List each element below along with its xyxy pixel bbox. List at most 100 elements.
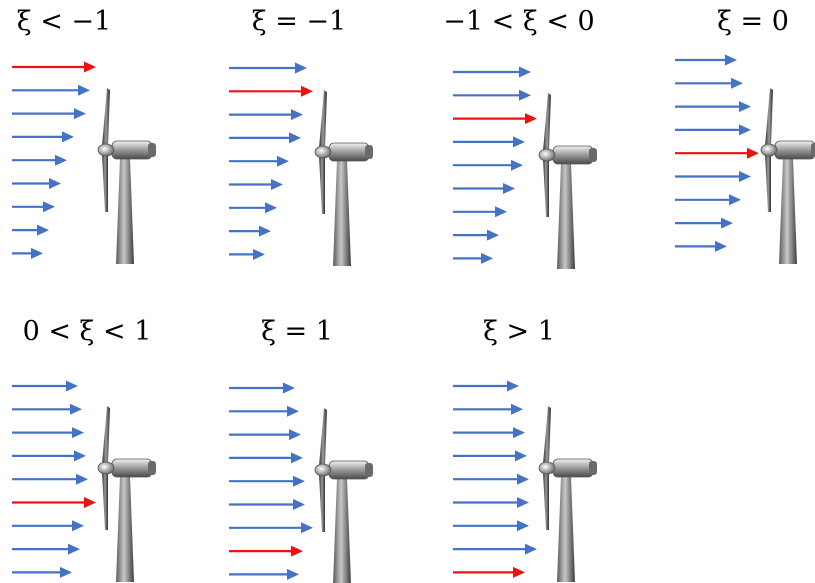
blade-lower <box>543 472 549 530</box>
wind-arrow <box>675 124 751 136</box>
wind-arrow <box>453 380 519 392</box>
wind-arrow <box>12 154 67 166</box>
wind-arrow <box>229 382 295 394</box>
panel-label: ξ > 1 <box>483 316 555 347</box>
wind-arrow <box>453 206 507 218</box>
wind-arrow <box>675 171 751 182</box>
hub-height-arrow <box>229 545 303 557</box>
panel-label: −1 < ξ < 0 <box>443 6 594 37</box>
wind-arrow <box>229 225 271 237</box>
wind-arrow <box>453 520 529 532</box>
wind-arrow <box>12 543 80 555</box>
hub <box>314 463 332 477</box>
wind-arrow <box>12 427 84 439</box>
wind-arrow <box>453 252 493 264</box>
wind-arrow <box>12 247 43 259</box>
wind-arrows <box>229 62 313 260</box>
wind-arrow <box>675 194 741 206</box>
wind-arrow <box>229 452 303 464</box>
wind-arrow <box>229 62 307 74</box>
blade-lower <box>765 154 771 212</box>
nacelle-rear <box>365 463 373 477</box>
wind-arrow <box>12 380 78 392</box>
nacelle-rear <box>148 143 156 157</box>
wind-arrow <box>12 450 86 462</box>
tower <box>116 158 134 264</box>
panel-3: −1 < ξ < 0 <box>443 6 597 269</box>
hub <box>97 143 115 157</box>
wind-arrow <box>229 179 283 190</box>
wind-arrow <box>12 224 49 236</box>
wind-arrow <box>229 429 301 441</box>
blade-lower <box>319 156 325 214</box>
wind-arrow <box>453 497 529 508</box>
wind-arrow <box>453 543 537 555</box>
blade-upper <box>543 406 551 464</box>
wind-arrow <box>453 403 523 415</box>
wind-turbine-icon <box>314 90 373 266</box>
hub-height-arrow <box>675 147 759 159</box>
wind-arrow <box>675 54 737 66</box>
panel-6: ξ = 1 <box>229 316 373 583</box>
wind-arrow <box>12 201 55 213</box>
wind-arrow <box>453 136 525 148</box>
panel-label: ξ < −1 <box>17 6 111 37</box>
wind-arrow <box>12 178 61 189</box>
wind-arrow <box>453 229 499 241</box>
hub <box>538 148 556 162</box>
panel-1: ξ < −1 <box>12 6 156 264</box>
hub-height-arrow <box>453 113 537 125</box>
nacelle <box>328 460 370 480</box>
wind-arrow <box>229 248 265 260</box>
tower <box>779 158 797 264</box>
blade-lower <box>319 474 325 532</box>
blade-upper <box>102 88 110 146</box>
blade-lower <box>102 154 108 212</box>
wind-turbine-icon <box>538 406 597 582</box>
nacelle-rear <box>811 143 815 157</box>
panel-label: ξ = −1 <box>252 6 346 37</box>
wind-arrow <box>12 520 84 532</box>
tower <box>116 476 134 582</box>
wind-arrows <box>12 61 96 259</box>
panel-label: ξ = 0 <box>717 6 789 37</box>
wind-arrow <box>675 101 751 113</box>
hub <box>314 145 332 159</box>
wind-turbine-icon <box>538 93 597 269</box>
panel-label: 0 < ξ < 1 <box>23 316 152 347</box>
blade-lower <box>102 472 108 530</box>
wind-arrow <box>12 108 86 120</box>
panel-5: 0 < ξ < 1 <box>12 316 156 582</box>
hub-height-arrow <box>453 566 525 578</box>
wind-arrow <box>229 132 301 144</box>
tower <box>333 478 351 583</box>
nacelle <box>328 142 370 162</box>
wind-turbine-icon <box>97 406 156 582</box>
wind-arrow <box>675 240 727 252</box>
wind-arrow <box>675 77 743 89</box>
wind-arrow <box>453 183 515 194</box>
nacelle-rear <box>589 461 597 475</box>
panel-2: ξ = −1 <box>229 6 373 266</box>
wind-arrow <box>229 109 303 121</box>
wind-arrow <box>675 217 733 229</box>
wind-arrow <box>12 473 88 485</box>
wind-arrow <box>229 405 299 417</box>
hub <box>760 143 778 157</box>
wind-arrow <box>12 403 82 415</box>
blade-lower <box>543 159 549 217</box>
nacelle <box>552 458 594 478</box>
wind-arrow <box>229 522 313 534</box>
hub <box>97 461 115 475</box>
wind-turbine-icon <box>314 408 373 583</box>
wind-turbine-icon <box>760 88 815 264</box>
hub-height-arrow <box>12 497 96 508</box>
blade-upper <box>319 90 327 148</box>
panel-label: ξ = 1 <box>261 316 333 347</box>
nacelle-rear <box>365 145 373 159</box>
panel-7: ξ > 1 <box>453 316 597 582</box>
nacelle <box>111 140 153 160</box>
wind-arrow <box>229 499 305 510</box>
wind-arrow <box>12 84 90 96</box>
